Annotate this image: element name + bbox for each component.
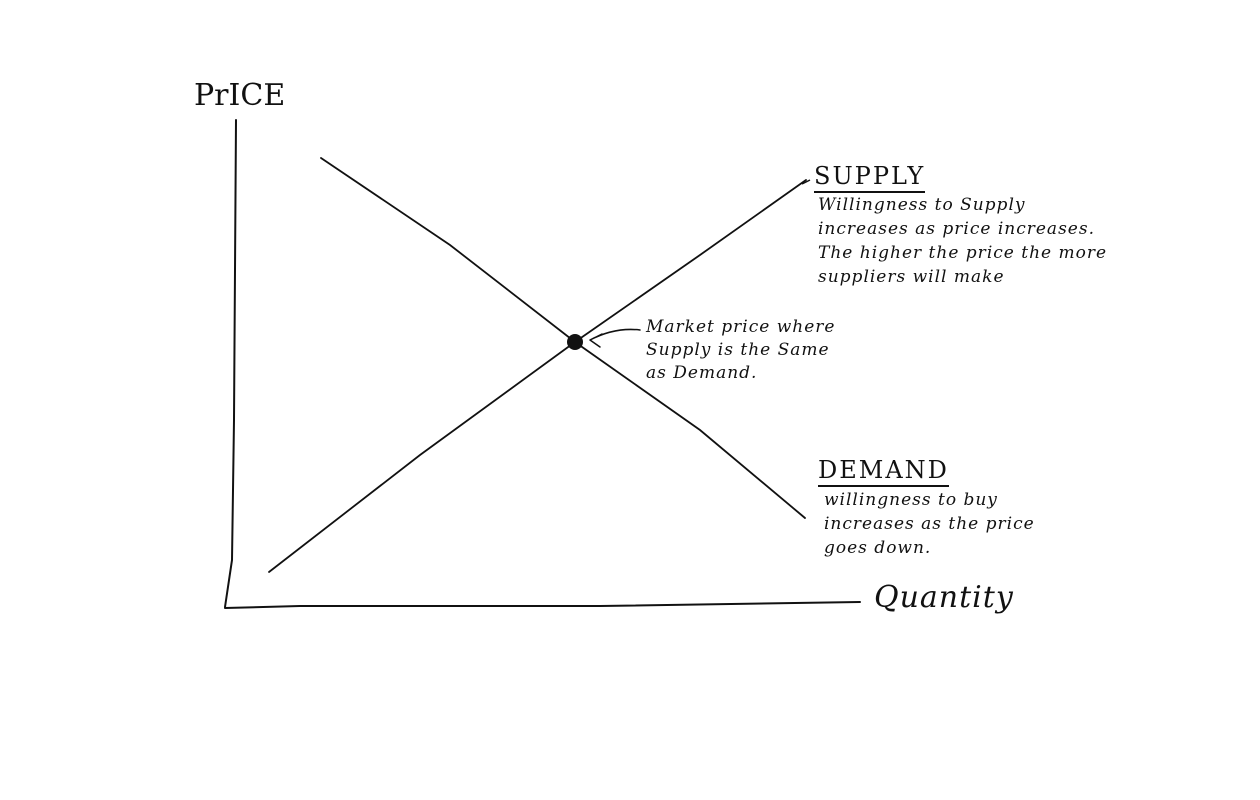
equilibrium-note: Market price where Supply is the Same as… [646,317,836,383]
equilibrium-arrow [589,328,641,348]
x-axis-label: Quantity [874,580,1014,615]
demand-description: willingness to buy increases as the pric… [824,490,1035,558]
supply-title: SUPPLY [814,162,926,193]
supply-tick-mark [801,179,811,185]
supply-description: Willingness to Supply increases as price… [818,195,1108,287]
x-axis-line [224,601,861,609]
demand-title: DEMAND [818,456,949,487]
y-axis-line [224,119,237,608]
y-axis-label: PrICE [194,78,286,113]
equilibrium-point [567,334,583,350]
